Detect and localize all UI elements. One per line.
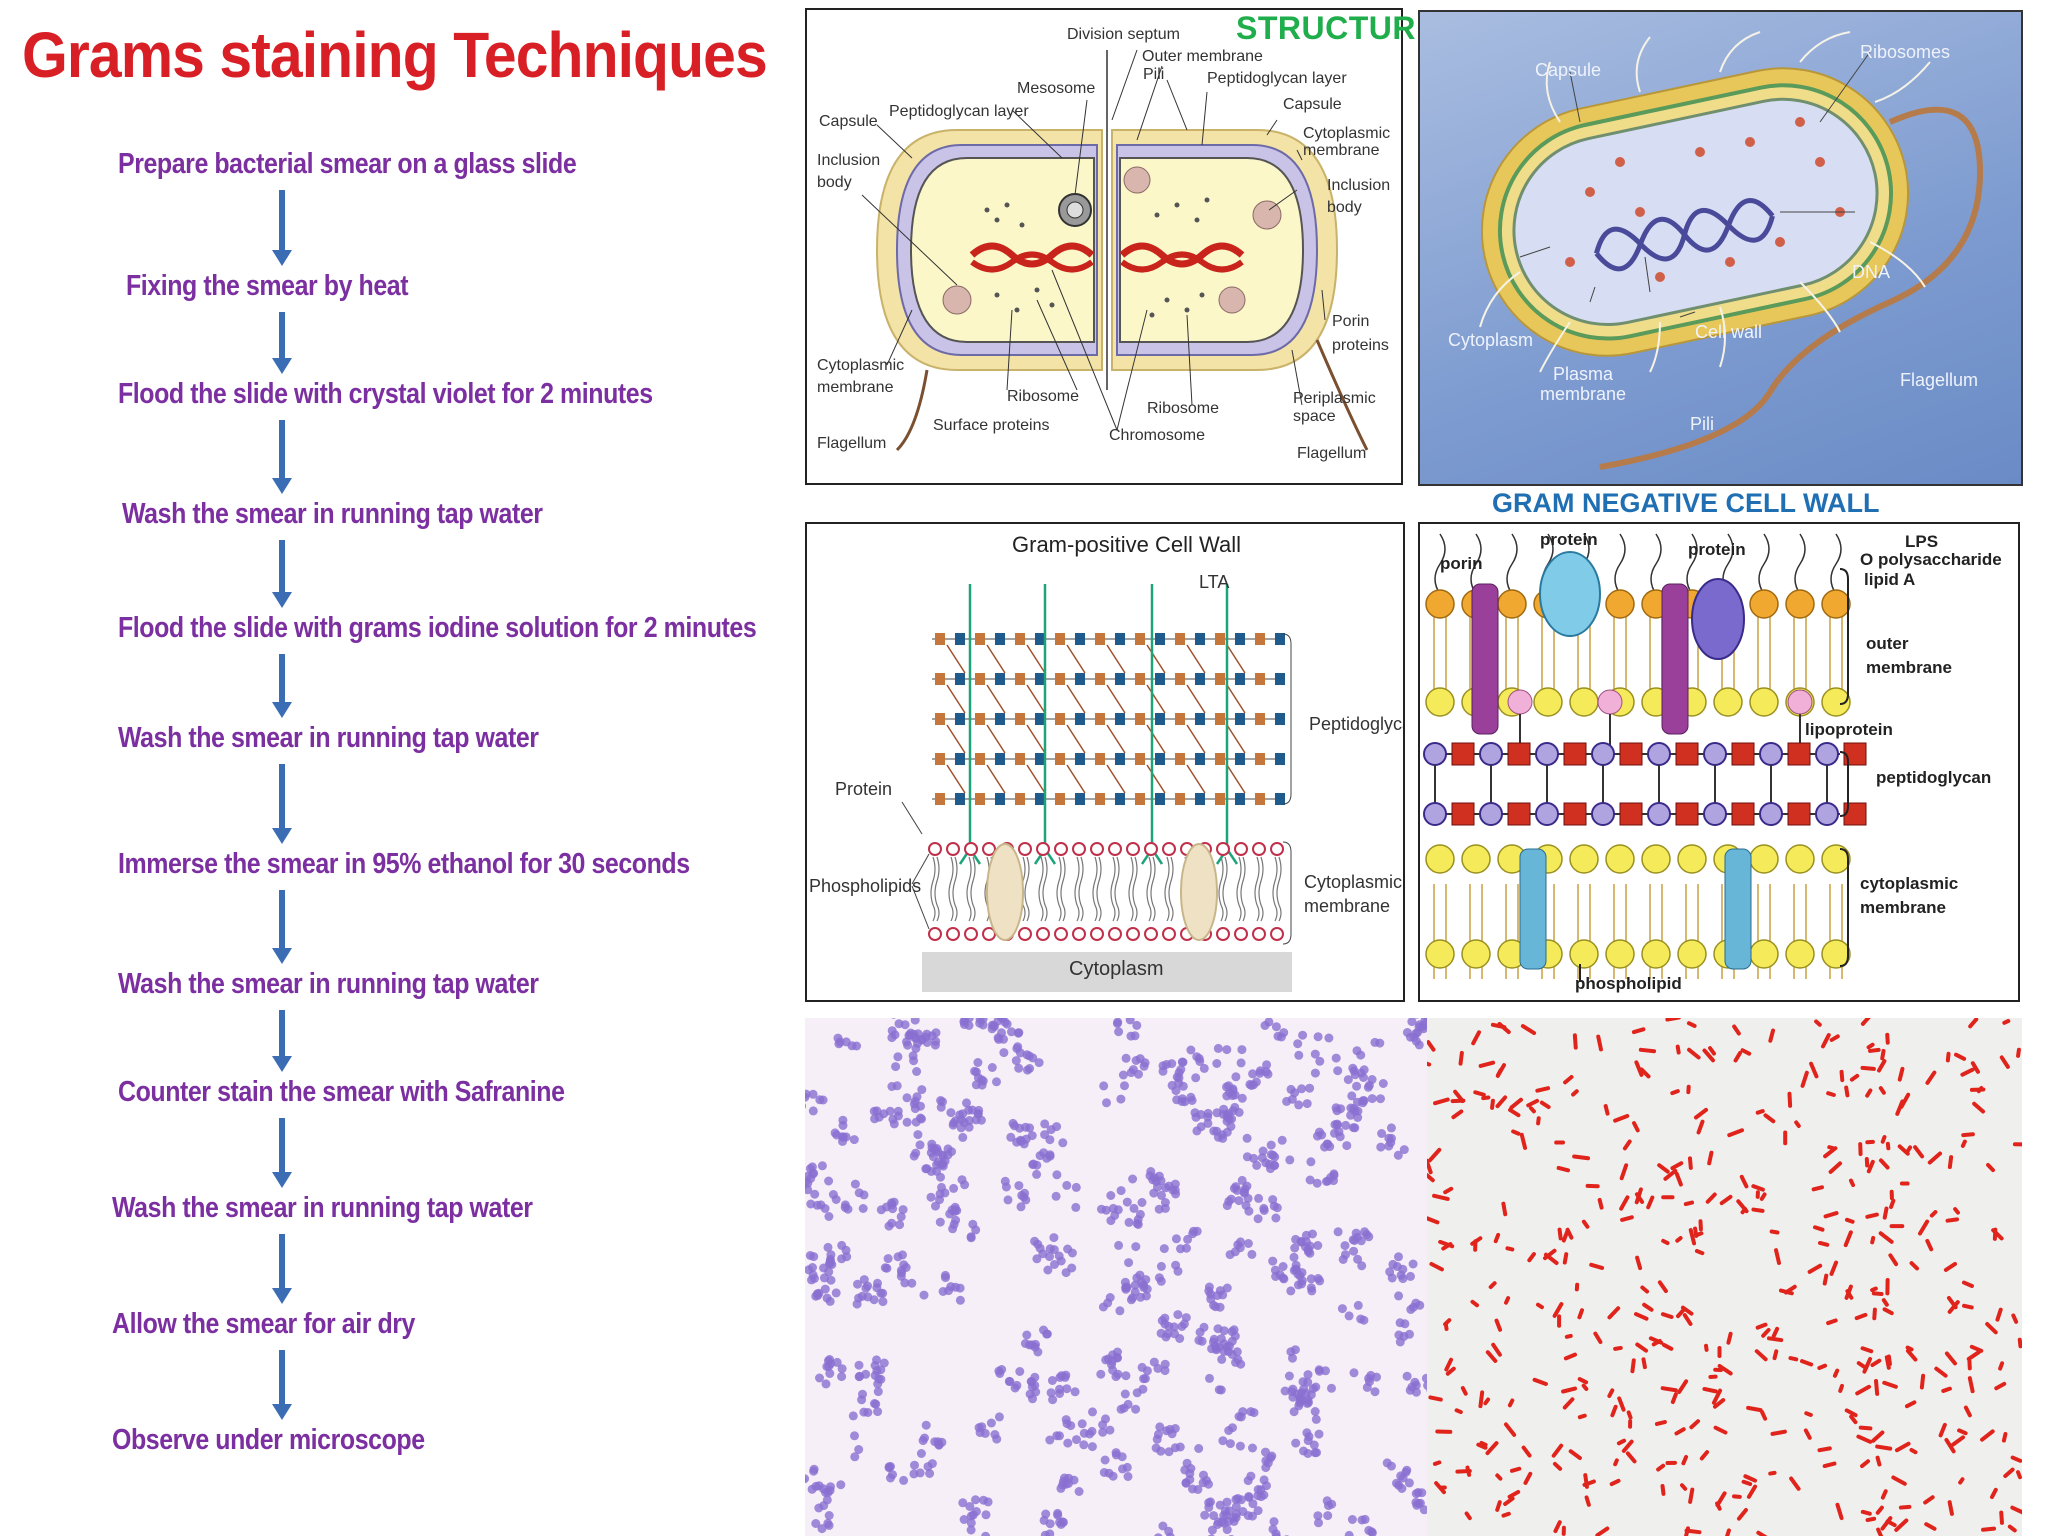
label-dna: DNA [1852,262,1891,282]
flowchart-step: Wash the smear in running tap water [112,1192,533,1224]
label-mesosome: Mesosome [1017,80,1096,97]
label-capsule-structure: Capsule [1535,60,1602,80]
label-inclusion-body-left: Inclusion body [817,152,881,191]
label-ribosome-right: Ribosome [1147,400,1220,417]
gram-negative-cell-wall-panel: porin protein protein LPS O polysacchari… [1418,522,2020,1002]
flowchart-step: Flood the slide with grams iodine soluti… [118,612,757,644]
flowchart-step: Flood the slide with crystal violet for … [118,378,653,410]
bacteria-structure-panel: Capsule Ribosomes DNA Cytoplasm Cell wal… [1418,10,2023,486]
down-arrow-icon [272,190,292,266]
label-cytoplasm-gp: Cytoplasm [1069,958,1164,980]
label-flagellum-right: Flagellum [1297,445,1367,462]
label-protein-1-gn: protein [1540,530,1598,549]
flowchart-step: Prepare bacterial smear on a glass slide [118,148,577,180]
label-plasma-membrane: Plasma membrane [1539,364,1627,404]
flowchart-step: Wash the smear in running tap water [122,498,543,530]
label-flagellum-structure: Flagellum [1900,370,1979,390]
cell-division-illustration [861,49,1369,452]
gram-positive-cocci-image [805,1018,1427,1536]
gram-negative-illustration [1423,533,1867,982]
label-flagellum-left: Flagellum [817,435,887,452]
label-lipid-a: lipid A [1864,570,1916,589]
down-arrow-icon [272,1118,292,1188]
label-peptidoglycan-layer-right: Peptidoglycan layer [1207,70,1347,87]
gram-negative-heading: GRAM NEGATIVE CELL WALL [1492,488,1880,518]
down-arrow-icon [272,1234,292,1304]
flowchart-step: Allow the smear for air dry [112,1308,416,1340]
gram-positive-cell-wall-panel: Gram-positive Cell Wall LTA Peptidoglyca… [805,522,1405,1002]
down-arrow-icon [272,312,292,374]
label-capsule-left: Capsule [819,113,878,130]
label-lps: LPS [1905,532,1939,551]
gram-positive-micrograph [805,1018,1427,1536]
label-inclusion-body-right: Inclusion body [1327,177,1391,216]
label-surface-proteins: Surface proteins [933,417,1050,434]
label-cytoplasmic-membrane-left: Cytoplasmic membrane [817,357,905,396]
bacteria-structure-illustration [1479,31,1984,470]
down-arrow-icon [272,1010,292,1072]
flowchart-title: Grams staining Techniques [22,19,768,91]
flowchart-step: Counter stain the smear with Safranine [118,1076,565,1108]
label-o-polysaccharide: O polysaccharide [1860,550,2002,569]
flowchart-step: Observe under microscope [112,1424,425,1456]
gram-positive-title: Gram-positive Cell Wall [1012,532,1242,557]
label-protein-2-gn: protein [1688,540,1746,559]
label-lipoprotein: lipoprotein [1805,720,1893,739]
label-cytoplasm-structure: Cytoplasm [1448,330,1534,350]
down-arrow-icon [272,764,292,844]
gram-staining-flowchart: Grams staining Techniques Prepare bacter… [0,0,790,1536]
label-periplasmic-space: Periplasmic space [1293,390,1376,425]
label-ribosomes: Ribosomes [1860,42,1951,62]
label-cell-wall: Cell wall [1695,322,1763,342]
gram-negative-micrograph [1427,1018,2022,1536]
label-outer-membrane: Outer membrane [1142,48,1263,65]
label-pili-structure: Pili [1690,414,1715,434]
label-phospholipids-gp: Phospholipids [809,876,922,896]
flowchart-step: Wash the smear in running tap water [118,722,539,754]
label-cytoplasmic-membrane-right: Cytoplasmic membrane [1303,125,1391,159]
cell-division-diagram-panel: Division septum Outer membrane Pili Pept… [805,8,1403,485]
label-protein-gp: Protein [835,779,893,799]
label-phospholipid-gn: phospholipid [1575,974,1682,993]
label-porin: porin [1440,554,1483,573]
gram-positive-illustration [901,584,1292,992]
label-capsule-right: Capsule [1283,96,1342,113]
label-lta: LTA [1199,572,1230,592]
down-arrow-icon [272,654,292,718]
flowchart-step: Immerse the smear in 95% ethanol for 30 … [118,848,690,880]
label-division-septum: Division septum [1067,26,1180,43]
flowchart-step: Wash the smear in running tap water [118,968,539,1000]
label-peptidoglycan-gn: peptidoglycan [1876,768,1992,787]
label-peptidoglycan-gp: Peptidoglycan [1309,714,1403,734]
down-arrow-icon [272,1350,292,1420]
label-cytoplasmic-membrane-gp: Cytoplasmic membrane [1304,872,1403,916]
label-chromosome: Chromosome [1109,427,1206,444]
down-arrow-icon [272,540,292,608]
gram-negative-rods-image [1427,1018,2022,1536]
label-outer-membrane-gn: outer membrane [1866,634,1952,677]
flowchart-step: Fixing the smear by heat [126,270,409,302]
label-cytoplasmic-membrane-gn: cytoplasmic membrane [1860,874,1959,917]
label-porin-proteins: Porin proteins [1332,313,1389,354]
label-ribosome-left: Ribosome [1007,388,1080,405]
label-peptidoglycan-layer-left: Peptidoglycan layer [889,103,1029,120]
down-arrow-icon [272,890,292,964]
label-pili-division: Pili [1143,66,1165,83]
down-arrow-icon [272,420,292,494]
